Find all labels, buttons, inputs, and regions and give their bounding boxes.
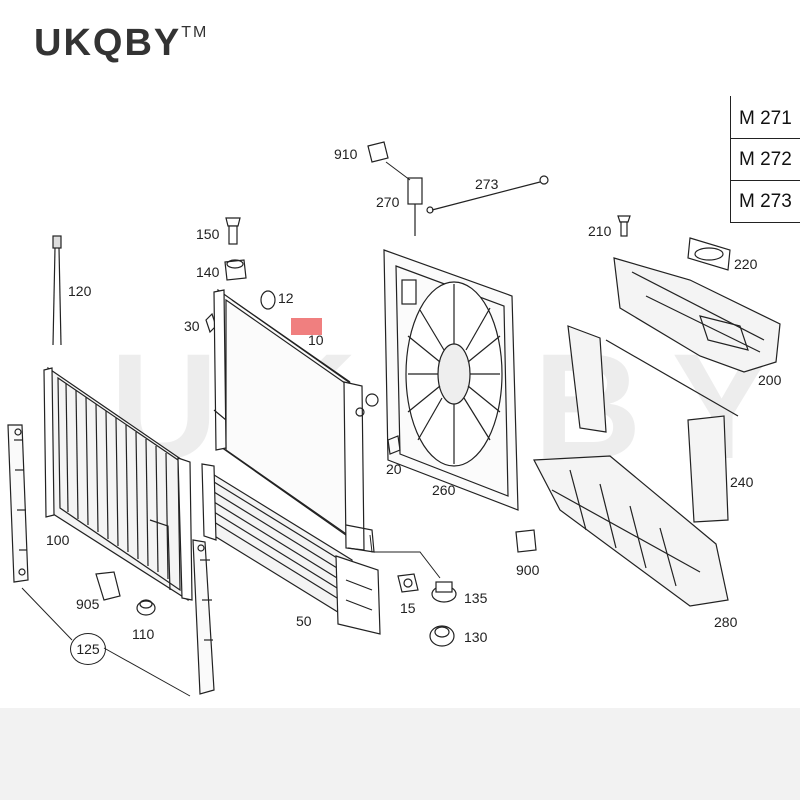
callout-125: 125 [70, 633, 106, 665]
part-140-grommet [224, 259, 247, 281]
part-50-intercooler [201, 463, 381, 635]
part-220-seal [687, 237, 731, 271]
callout-200: 200 [758, 372, 782, 388]
brand-tm: TM [181, 24, 209, 41]
engine-variant-m272: M 272 [731, 139, 800, 181]
callout-273: 273 [475, 176, 499, 192]
callout-260: 260 [432, 482, 456, 498]
part-15-sensor [397, 573, 419, 593]
callout-910: 910 [334, 146, 358, 162]
part-210-bolt [617, 215, 631, 237]
part-910-clip [367, 141, 389, 163]
callout-240: 240 [730, 474, 754, 490]
callout-900: 900 [516, 562, 540, 578]
callout-210: 210 [588, 223, 612, 239]
callout-10: 10 [308, 332, 324, 348]
part-270-sensor [385, 161, 423, 236]
part-905-clip [95, 571, 121, 601]
callout-30: 30 [184, 318, 200, 334]
callout-12: 12 [278, 290, 294, 306]
callout-50: 50 [296, 613, 312, 629]
part-125-left-bracket [7, 424, 29, 583]
part-900-block [515, 529, 537, 553]
part-150-bolt [225, 217, 241, 245]
part-120-rod [52, 235, 62, 346]
part-110-cap [136, 599, 156, 616]
part-10-radiator [213, 288, 379, 553]
part-240-side-guide [567, 325, 739, 523]
part-280-lower-frame [533, 455, 729, 607]
footer-band [0, 708, 800, 800]
callout-135: 135 [464, 590, 488, 606]
engine-variant-m273: M 273 [731, 181, 800, 223]
callout-905: 905 [76, 596, 100, 612]
part-260-fan-shroud [383, 249, 519, 511]
highlight-part-10 [291, 318, 322, 335]
callout-15: 15 [400, 600, 416, 616]
brand-name: UKQBY [34, 22, 182, 64]
part-20-clip [387, 435, 401, 455]
callout-130: 130 [464, 629, 488, 645]
engine-variant-table: M 271 M 272 M 273 [730, 96, 800, 223]
callout-120: 120 [68, 283, 92, 299]
part-273-cable [426, 175, 549, 214]
callout-110: 110 [132, 626, 155, 642]
brand-logo: UKQBYTM [34, 22, 208, 65]
part-125-right-bracket [192, 539, 215, 695]
callout-280: 280 [714, 614, 738, 630]
callout-100: 100 [46, 532, 70, 548]
callout-150: 150 [196, 226, 220, 242]
part-100-condenser [43, 366, 193, 602]
part-130-cap [429, 625, 455, 647]
callout-270: 270 [376, 194, 400, 210]
engine-variant-m271: M 271 [731, 96, 800, 139]
callout-140: 140 [196, 264, 220, 280]
callout-20: 20 [386, 461, 402, 477]
header-band: UKQBYTM [0, 0, 800, 96]
part-135-cap [431, 581, 457, 603]
callout-220: 220 [734, 256, 758, 272]
part-12-oring [260, 290, 276, 310]
part-200-air-duct [613, 257, 781, 373]
